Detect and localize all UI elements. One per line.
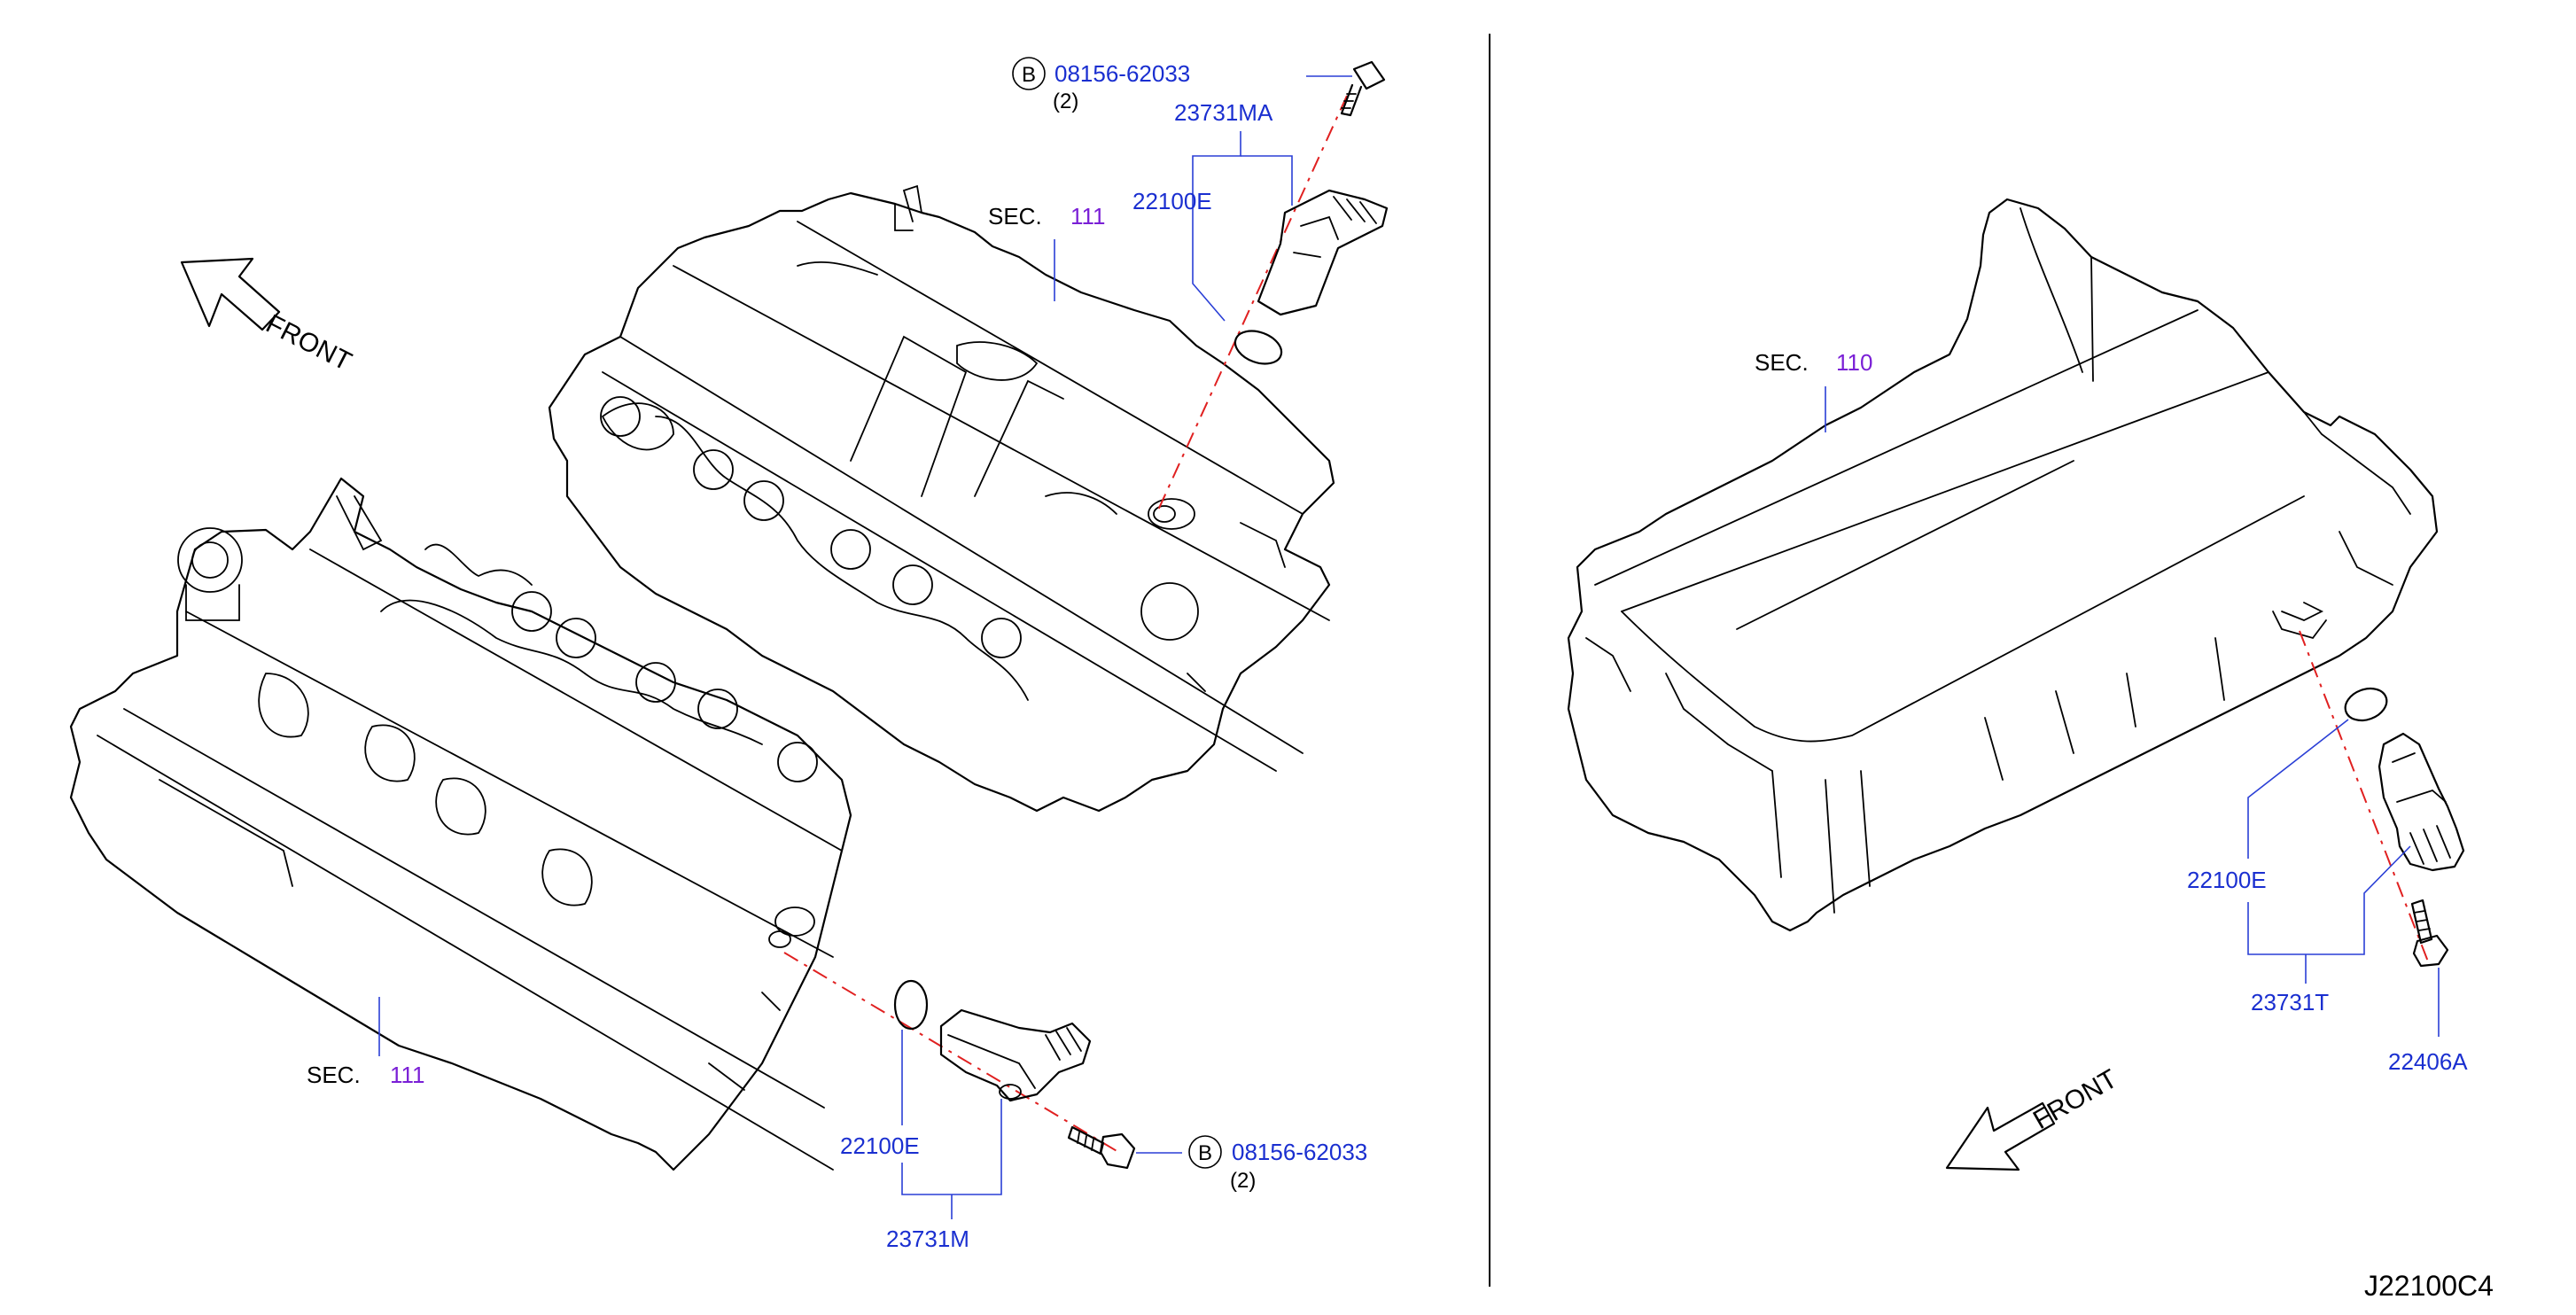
front-label: FRONT <box>2028 1064 2122 1135</box>
front-label: FRONT <box>261 309 356 377</box>
bolt-marker-circle <box>1188 1135 1222 1169</box>
right-sensor-callout: 23731T <box>2247 845 2411 1015</box>
lower-center-line <box>783 952 1119 1153</box>
sensor-part-number[interactable]: 23731MA <box>1174 99 1273 126</box>
right-crankshaft-sensor[interactable] <box>2378 732 2465 872</box>
right-bolt[interactable] <box>2410 899 2449 968</box>
sensor-part-number[interactable]: 23731T <box>2251 989 2329 1015</box>
right-sec-reference: SEC. 110 <box>1755 349 1872 432</box>
bolt-marker-label: B <box>1022 63 1036 87</box>
bolt-quantity: (2) <box>1053 89 1078 113</box>
lower-cylinder-head <box>69 477 852 1171</box>
right-oring-callout: 22100E <box>2187 719 2349 893</box>
upper-o-ring[interactable] <box>1231 325 1286 370</box>
upper-center-line <box>1156 95 1348 515</box>
lower-bolt[interactable] <box>1067 1125 1136 1170</box>
oil-pan <box>1567 198 2439 932</box>
front-arrow-icon <box>1945 1101 2056 1171</box>
oring-part-number[interactable]: 22100E <box>2187 867 2267 893</box>
bolt-part-number[interactable]: 08156-62033 <box>1055 60 1190 87</box>
lower-camshaft-sensor[interactable] <box>939 1008 1092 1102</box>
right-bolt-callout: 22406A <box>2388 968 2468 1075</box>
oring-part-number[interactable]: 22100E <box>840 1132 920 1159</box>
lower-sec-reference: SEC. 111 <box>307 997 425 1088</box>
lower-oring-callout: 22100E <box>840 1030 920 1159</box>
upper-bolt-callout: B 08156-62033 (2) <box>1012 57 1352 113</box>
front-arrow-left: FRONT <box>180 257 356 377</box>
sec-label: SEC. <box>1755 349 1809 376</box>
lower-sensor-callout: 23731M <box>886 1099 1002 1252</box>
sec-number[interactable]: 111 <box>390 1062 425 1088</box>
sensor-part-number[interactable]: 23731M <box>886 1226 969 1252</box>
upper-bolt[interactable] <box>1340 60 1386 117</box>
upper-camshaft-sensor[interactable] <box>1257 189 1389 316</box>
bolt-marker-circle <box>1012 57 1046 90</box>
upper-sec-reference: SEC. 111 <box>988 203 1106 301</box>
sec-label: SEC. <box>988 203 1042 230</box>
diagram-code: J22100C4 <box>2364 1270 2494 1302</box>
front-arrow-right: FRONT <box>1945 1064 2122 1171</box>
upper-cylinder-head <box>548 184 1335 813</box>
bolt-marker-label: B <box>1198 1141 1212 1165</box>
sec-number[interactable]: 111 <box>1070 203 1106 230</box>
right-o-ring[interactable] <box>2341 683 2392 726</box>
right-center-line <box>2299 630 2429 962</box>
lower-bolt-callout: B 08156-62033 (2) <box>1136 1135 1367 1193</box>
bolt-part-number[interactable]: 22406A <box>2388 1048 2468 1075</box>
bolt-part-number[interactable]: 08156-62033 <box>1232 1139 1367 1165</box>
lower-o-ring[interactable] <box>893 979 929 1031</box>
left-panel: FRONT <box>69 57 1389 1252</box>
bolt-quantity: (2) <box>1230 1169 1256 1193</box>
oring-part-number[interactable]: 22100E <box>1132 188 1212 214</box>
front-arrow-icon <box>180 257 281 331</box>
sec-label: SEC. <box>307 1062 361 1088</box>
right-panel: SEC. 110 22100E 23731T 22406A FRONT J221… <box>1567 198 2494 1302</box>
upper-oring-callout: 22100E <box>1132 188 1212 214</box>
upper-sensor-callout: 23731MA <box>1174 99 1293 322</box>
sec-number[interactable]: 110 <box>1836 349 1872 376</box>
